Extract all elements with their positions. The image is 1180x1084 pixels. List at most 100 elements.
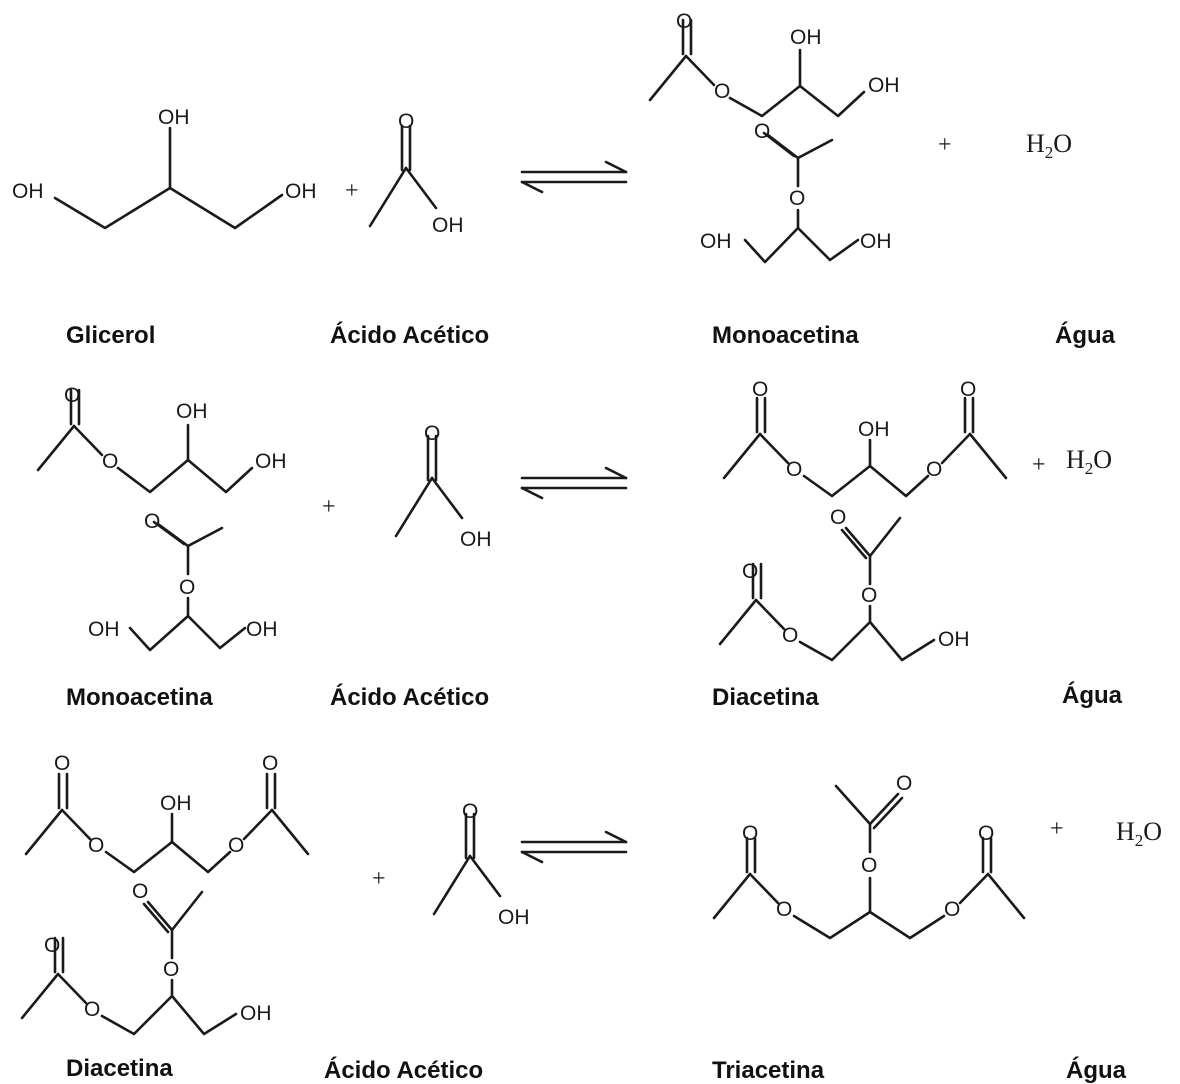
carbonyl-oxygen: O <box>896 772 912 795</box>
plus-sign: + <box>1032 452 1046 478</box>
plus-sign: + <box>938 132 952 158</box>
hydroxyl: OH <box>790 26 822 49</box>
svg-text:H2O: H2O <box>1026 129 1072 162</box>
carbonyl-oxygen: O <box>64 384 80 407</box>
carbonyl-oxygen: O <box>830 506 846 529</box>
ester-oxygen: O <box>102 450 118 473</box>
label-diacetina: Diacetina <box>66 1055 173 1082</box>
hydroxyl: OH <box>700 230 732 253</box>
hydroxyl: OH <box>860 230 892 253</box>
hydroxyl: OH <box>88 618 120 641</box>
acetic-hydroxyl: OH <box>432 214 464 237</box>
label-triacetina: Triacetina <box>712 1057 825 1084</box>
plus-sign: + <box>1050 816 1064 842</box>
water-subscript: 2 <box>1085 459 1094 478</box>
monoacetin-isomer-1: O O OH OH <box>648 10 900 118</box>
label-monoacetina: Monoacetina <box>66 684 213 711</box>
ester-oxygen: O <box>861 584 877 607</box>
carbonyl-oxygen: O <box>978 822 994 845</box>
plus-sign: + <box>322 494 336 520</box>
svg-text:H2O: H2O <box>1066 445 1112 478</box>
water-o: O <box>1143 817 1162 846</box>
carbonyl-oxygen: O <box>752 378 768 401</box>
equilibrium-arrow <box>520 160 628 194</box>
label-agua: Água <box>1055 321 1116 349</box>
glycerol-oh-right: OH <box>285 180 317 203</box>
glycerol-molecule: OH OH OH <box>12 106 317 230</box>
water-h: H <box>1026 129 1045 158</box>
carbonyl-oxygen: O <box>960 378 976 401</box>
hydroxyl: OH <box>176 400 208 423</box>
water-molecule: H2O <box>1026 129 1072 162</box>
acetic-carbonyl-oxygen: O <box>398 110 414 133</box>
hydroxyl: OH <box>160 792 192 815</box>
ester-oxygen: O <box>88 834 104 857</box>
monoacetin-isomer-1: O O OH OH <box>36 384 287 494</box>
carbonyl-oxygen: O <box>742 560 758 583</box>
ester-oxygen: O <box>714 80 730 103</box>
diacetin-isomer-2: O O O O OH <box>718 506 970 662</box>
acetic-carbonyl-oxygen: O <box>462 800 478 823</box>
ester-oxygen: O <box>944 898 960 921</box>
label-agua: Água <box>1066 1056 1127 1084</box>
carbonyl-oxygen: O <box>44 934 60 957</box>
acetic-acid-molecule: O OH <box>368 110 464 237</box>
carbonyl-oxygen: O <box>54 752 70 775</box>
ester-oxygen: O <box>789 187 805 210</box>
water-o: O <box>1093 445 1112 474</box>
carbonyl-oxygen: O <box>262 752 278 775</box>
diacetin-isomer-1: O O O O OH <box>24 752 310 874</box>
acetic-hydroxyl: OH <box>498 906 530 929</box>
ester-oxygen: O <box>84 998 100 1021</box>
hydroxyl: OH <box>255 450 287 473</box>
water-h: H <box>1116 817 1135 846</box>
monoacetin-isomer-2: O O OH OH <box>88 510 278 652</box>
label-diacetina: Diacetina <box>712 684 819 711</box>
water-molecule: H2O <box>1066 445 1112 478</box>
plus-sign: + <box>372 866 386 892</box>
acetic-acid-molecule: O OH <box>394 422 492 551</box>
label-monoacetina: Monoacetina <box>712 322 859 349</box>
water-subscript: 2 <box>1045 143 1054 162</box>
monoacetin-isomer-2: O O OH OH <box>700 120 892 264</box>
triacetin-molecule: O O O O O O <box>712 772 1026 940</box>
ester-oxygen: O <box>228 834 244 857</box>
glycerol-oh-middle: OH <box>158 106 190 129</box>
ester-oxygen: O <box>782 624 798 647</box>
carbonyl-oxygen: O <box>754 120 770 143</box>
ester-oxygen: O <box>776 898 792 921</box>
label-acido-acetico: Ácido Acético <box>324 1056 483 1084</box>
ester-oxygen: O <box>786 458 802 481</box>
glycerol-oh-left: OH <box>12 180 44 203</box>
water-o: O <box>1053 129 1072 158</box>
hydroxyl: OH <box>938 628 970 651</box>
ester-oxygen: O <box>179 576 195 599</box>
ester-oxygen: O <box>163 958 179 981</box>
equilibrium-arrow <box>520 830 628 864</box>
acetic-hydroxyl: OH <box>460 528 492 551</box>
label-glicerol: Glicerol <box>66 322 155 349</box>
label-acido-acetico: Ácido Acético <box>330 683 489 711</box>
label-acido-acetico: Ácido Acético <box>330 321 489 349</box>
hydroxyl: OH <box>868 74 900 97</box>
equilibrium-arrow <box>520 466 628 500</box>
acetic-carbonyl-oxygen: O <box>424 422 440 445</box>
carbonyl-oxygen: O <box>132 880 148 903</box>
hydroxyl: OH <box>858 418 890 441</box>
label-agua: Água <box>1062 681 1123 709</box>
ester-oxygen: O <box>861 854 877 877</box>
water-h: H <box>1066 445 1085 474</box>
hydroxyl: OH <box>246 618 278 641</box>
plus-sign: + <box>345 178 359 204</box>
diacetin-isomer-2: O O O O OH <box>20 880 272 1036</box>
carbonyl-oxygen: O <box>676 10 692 33</box>
hydroxyl: OH <box>240 1002 272 1025</box>
svg-text:H2O: H2O <box>1116 817 1162 850</box>
water-subscript: 2 <box>1135 831 1144 850</box>
acetic-acid-molecule: O OH <box>432 800 530 929</box>
carbonyl-oxygen: O <box>742 822 758 845</box>
water-molecule: H2O <box>1116 817 1162 850</box>
carbonyl-oxygen: O <box>144 510 160 533</box>
ester-oxygen: O <box>926 458 942 481</box>
